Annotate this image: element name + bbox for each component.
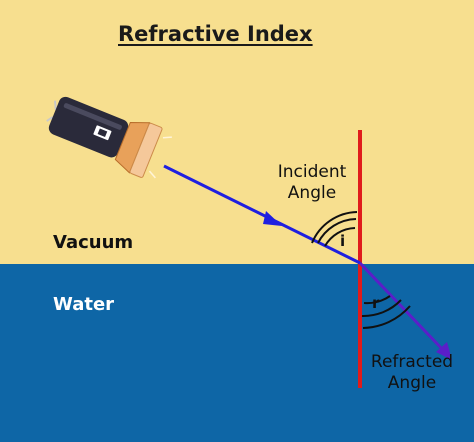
vacuum-label: Vacuum xyxy=(53,232,134,253)
flashlight-icon xyxy=(46,96,172,179)
incident-angle-line-2: Angle xyxy=(287,183,337,203)
refracted-symbol: r xyxy=(372,294,380,312)
refracted-angle-label: Refracted Angle xyxy=(362,352,462,394)
arrow-icon xyxy=(436,342,452,360)
refracted-angle-arc xyxy=(361,295,411,329)
arrow-icon xyxy=(263,211,282,226)
incident-angle-label: Incident Angle xyxy=(268,162,356,204)
refracted-ray xyxy=(358,261,447,354)
incident-ray xyxy=(163,164,361,265)
refracted-angle-line-1: Refracted xyxy=(370,352,454,372)
water-region xyxy=(0,264,474,442)
water-label: Water xyxy=(53,294,115,315)
incident-angle-arc xyxy=(311,211,358,247)
refracted-angle-line-2: Angle xyxy=(387,373,437,393)
page-title: Refractive Index xyxy=(118,22,313,46)
incident-angle-line-1: Incident xyxy=(277,162,347,182)
incident-symbol: i xyxy=(340,232,346,250)
